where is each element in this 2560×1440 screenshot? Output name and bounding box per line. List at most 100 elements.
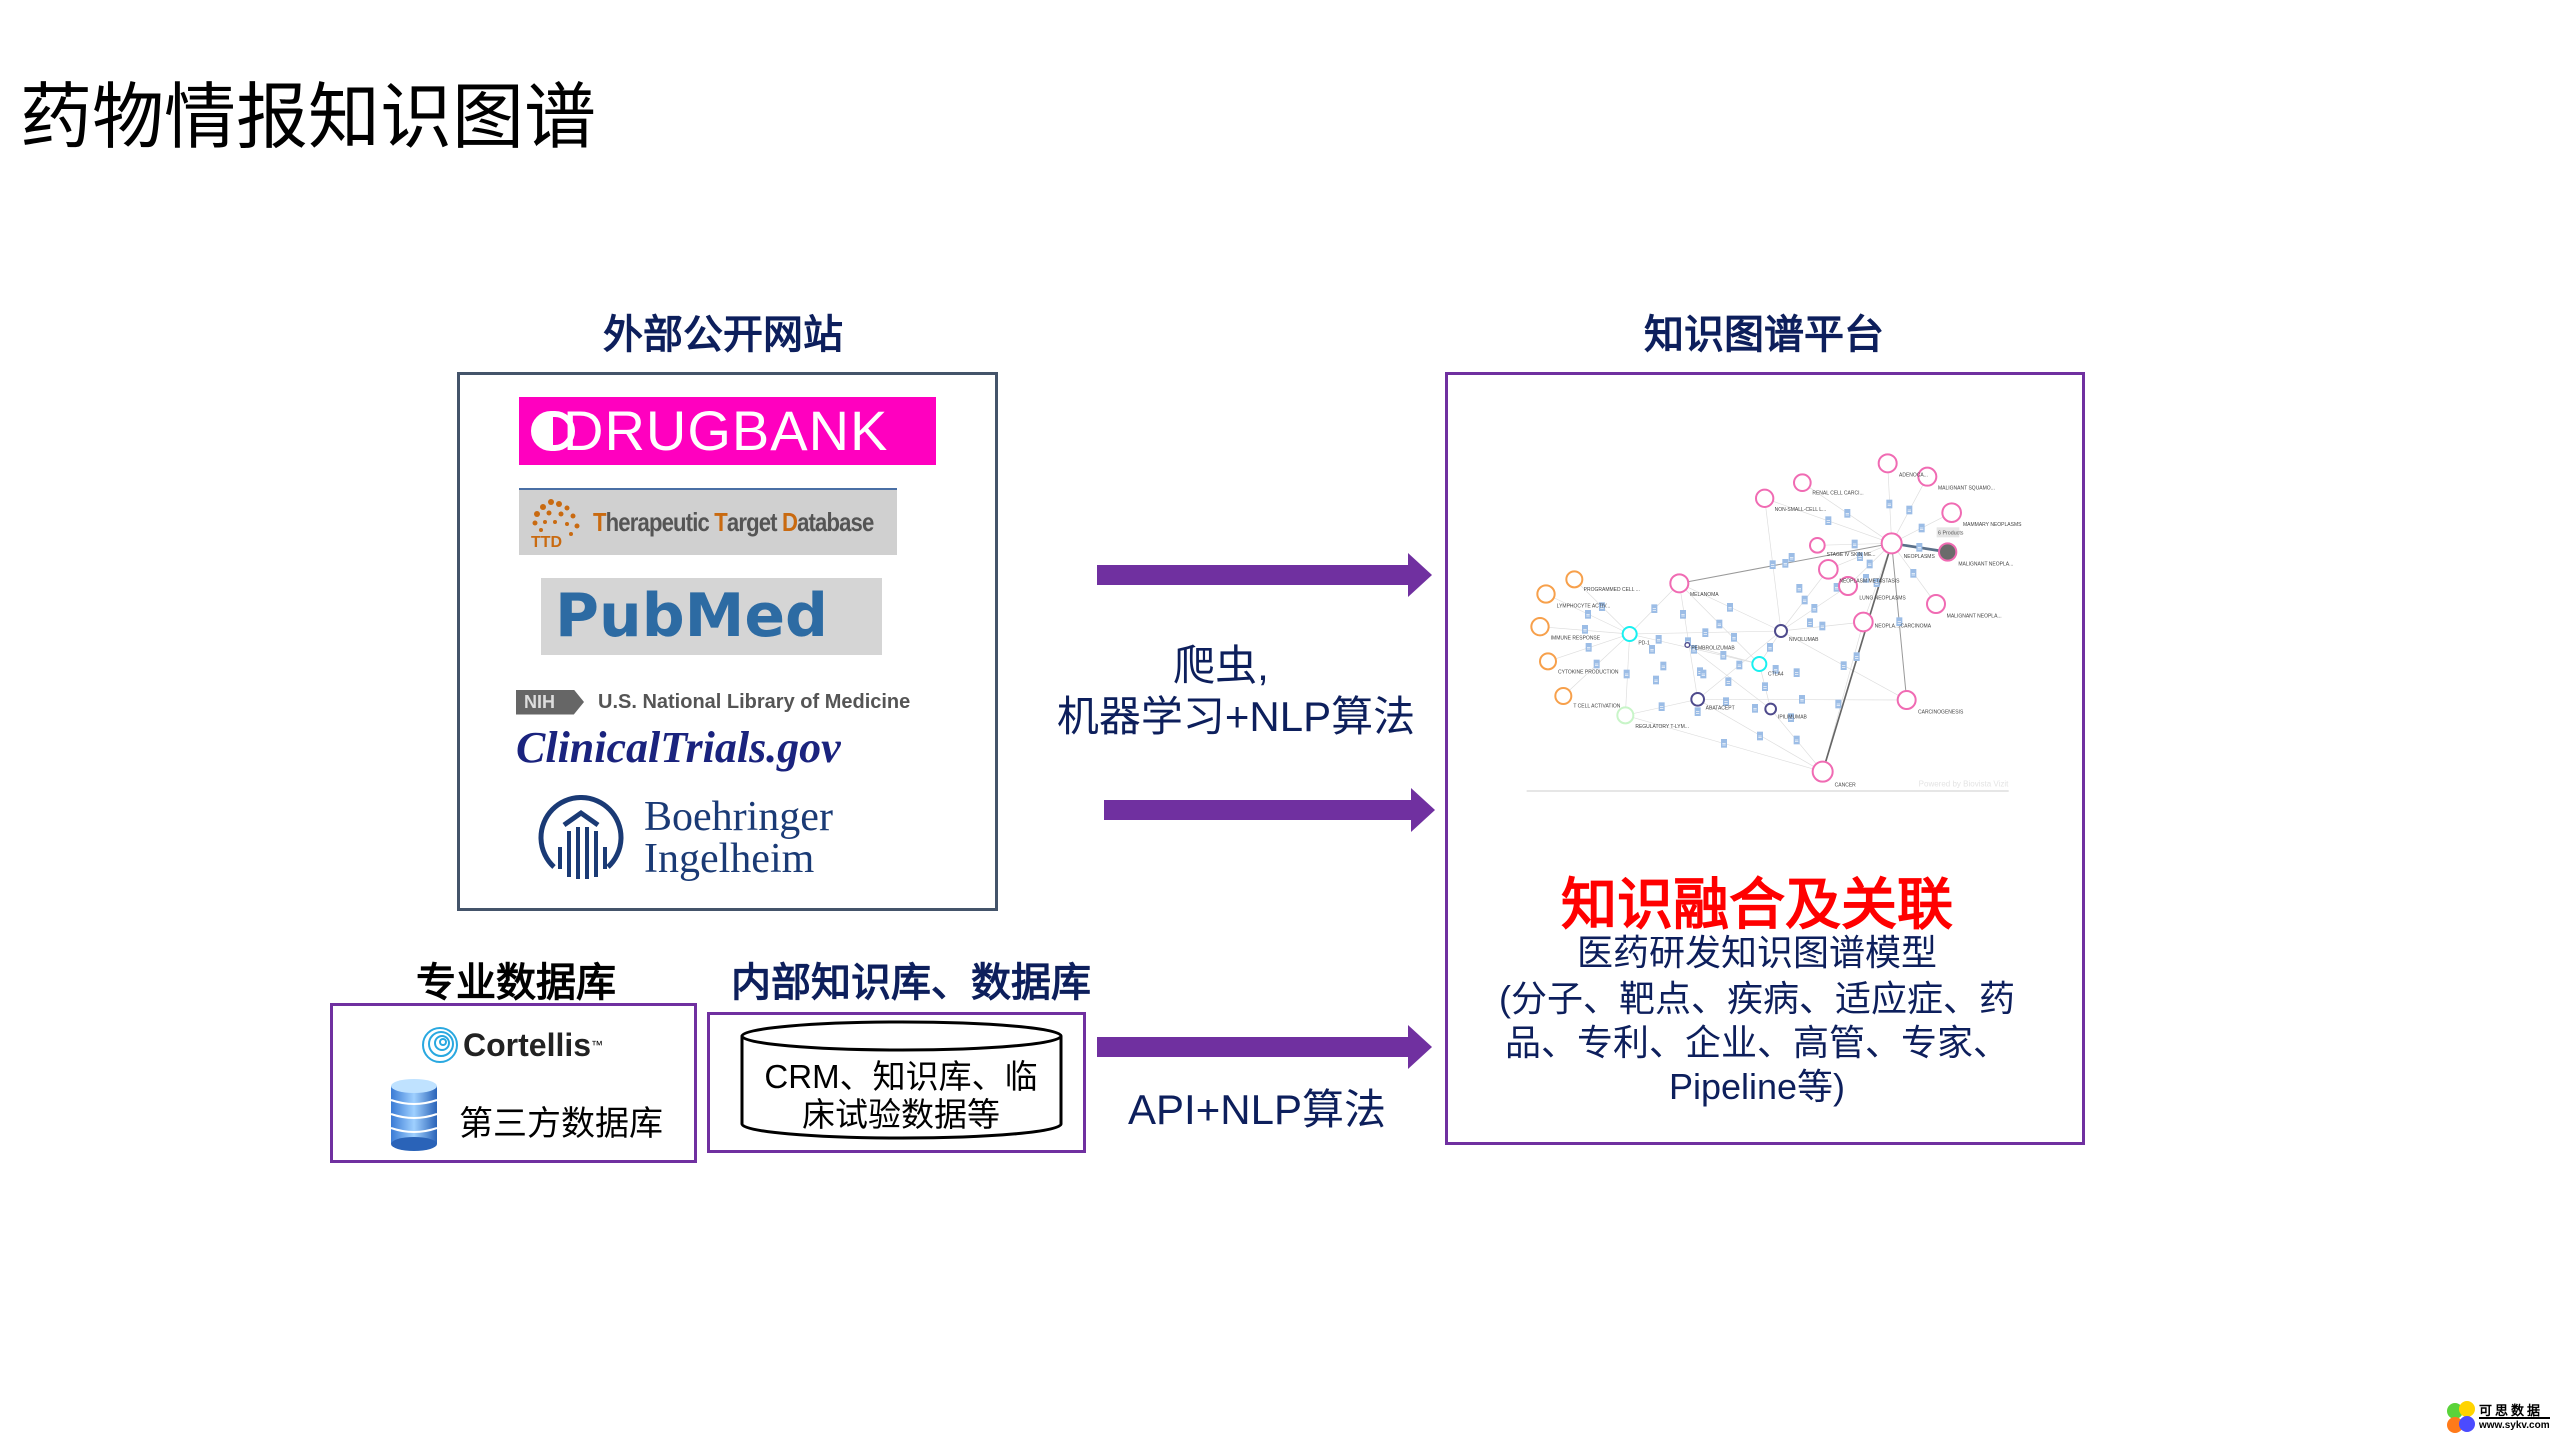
document-icon[interactable] — [1694, 707, 1701, 716]
graph-node[interactable] — [1917, 466, 1938, 487]
document-icon[interactable] — [1857, 552, 1863, 561]
document-icon[interactable] — [1819, 621, 1826, 631]
document-icon[interactable] — [1658, 702, 1665, 711]
graph-node[interactable] — [1838, 576, 1858, 596]
graph-node[interactable] — [1530, 617, 1550, 637]
document-icon[interactable] — [1833, 583, 1840, 592]
document-icon[interactable] — [1655, 635, 1662, 644]
document-icon[interactable] — [1799, 695, 1805, 704]
document-icon[interactable] — [1772, 665, 1779, 674]
document-icon[interactable] — [1680, 610, 1686, 619]
boehringer-emblem-icon — [538, 795, 624, 879]
document-icon[interactable] — [1866, 559, 1873, 569]
graph-node[interactable] — [1926, 594, 1946, 614]
document-icon[interactable] — [1844, 509, 1851, 518]
document-icon[interactable] — [1731, 633, 1737, 642]
document-icon[interactable] — [1840, 661, 1847, 670]
internal-db-heading: 内部知识库、数据库 — [731, 961, 1091, 1005]
document-icon[interactable] — [1767, 643, 1773, 652]
graph-node[interactable] — [1793, 473, 1812, 492]
graph-node[interactable] — [1565, 570, 1584, 589]
document-icon[interactable] — [1623, 669, 1630, 679]
knowledge-graph[interactable]: ADENOCA...MALIGNANT SQUAMO...RENAL CELL … — [1440, 360, 2100, 810]
internal-db-line1: CRM、知识库、临 — [764, 1058, 1038, 1095]
graph-node[interactable] — [1755, 488, 1775, 508]
document-icon[interactable] — [1873, 578, 1880, 587]
document-icon[interactable] — [1886, 499, 1893, 509]
document-icon[interactable] — [1585, 610, 1591, 619]
graph-node[interactable] — [1764, 702, 1777, 716]
description-line-3: 品、专利、企业、高管、专家、 — [1504, 1022, 2010, 1063]
document-icon[interactable] — [1723, 697, 1729, 706]
document-icon[interactable] — [1835, 699, 1842, 709]
powered-by-label: Powered by Biovista Vizit — [1919, 780, 2009, 789]
document-icon[interactable] — [1721, 739, 1727, 748]
document-icon[interactable] — [1863, 574, 1869, 583]
graph-node[interactable] — [1941, 502, 1962, 523]
document-icon[interactable] — [1736, 660, 1743, 670]
document-icon[interactable] — [1651, 604, 1658, 613]
graph-node[interactable] — [1877, 453, 1898, 474]
document-icon[interactable] — [1585, 643, 1592, 652]
document-icon[interactable] — [1910, 569, 1917, 578]
graph-node[interactable] — [1751, 656, 1768, 672]
graph-node[interactable] — [1621, 626, 1638, 642]
document-icon[interactable] — [1757, 731, 1763, 741]
document-icon[interactable] — [1691, 645, 1697, 654]
document-icon[interactable] — [1853, 652, 1860, 661]
boehringer-line1: Boehringer — [644, 794, 833, 840]
document-icon[interactable] — [1782, 559, 1789, 568]
graph-node[interactable] — [1774, 624, 1788, 638]
graph-node[interactable] — [1809, 536, 1826, 554]
document-icon[interactable] — [1896, 617, 1903, 626]
graph-node[interactable] — [1937, 542, 1958, 562]
document-icon[interactable] — [1716, 619, 1723, 629]
graph-node[interactable] — [1811, 760, 1834, 783]
document-icon[interactable] — [1801, 595, 1808, 605]
document-icon[interactable] — [1762, 682, 1768, 691]
document-icon[interactable] — [1582, 625, 1588, 634]
graph-node-label: RENAL CELL CARCI... — [1812, 490, 1863, 496]
document-icon[interactable] — [1788, 553, 1795, 562]
nih-tag: NIH — [516, 689, 584, 715]
document-icon[interactable] — [1788, 713, 1794, 722]
graph-node[interactable] — [1554, 687, 1573, 705]
document-icon[interactable] — [1702, 628, 1709, 637]
graph-node[interactable] — [1880, 532, 1903, 555]
document-icon[interactable] — [1649, 645, 1655, 654]
document-icon[interactable] — [1793, 668, 1800, 677]
document-icon[interactable] — [1769, 560, 1776, 569]
document-icon[interactable] — [1599, 602, 1605, 611]
document-icon[interactable] — [1796, 584, 1803, 593]
document-icon[interactable] — [1851, 539, 1858, 549]
graph-node[interactable] — [1539, 652, 1557, 671]
graph-node[interactable] — [1818, 558, 1839, 580]
document-icon[interactable] — [1811, 604, 1818, 613]
document-icon[interactable] — [1593, 659, 1600, 669]
graph-node[interactable] — [1536, 584, 1556, 604]
graph-node[interactable] — [1896, 690, 1917, 710]
graph-node[interactable] — [1853, 611, 1874, 633]
document-icon[interactable] — [1727, 603, 1733, 612]
document-icon[interactable] — [1720, 651, 1727, 660]
document-icon[interactable] — [1725, 677, 1732, 686]
document-icon[interactable] — [1752, 704, 1758, 713]
arrow-internal-to-platform — [1097, 1025, 1432, 1069]
document-icon[interactable] — [1660, 661, 1667, 671]
document-icon[interactable] — [1918, 523, 1925, 533]
cylinder-database-shape — [740, 1020, 1063, 1140]
graph-node[interactable] — [1684, 642, 1691, 648]
document-icon[interactable] — [1807, 618, 1813, 627]
graph-node[interactable] — [1616, 706, 1635, 725]
graph-node[interactable] — [1690, 691, 1705, 707]
api-nlp-label: API+NLP算法 — [1128, 1086, 1386, 1133]
document-icon[interactable] — [1906, 505, 1913, 515]
document-icon[interactable] — [1793, 735, 1800, 745]
document-icon[interactable] — [1825, 516, 1832, 525]
document-icon[interactable] — [1700, 669, 1707, 679]
graph-node-label: ABATACEPT — [1706, 705, 1735, 711]
document-icon[interactable] — [1653, 675, 1659, 685]
document-icon[interactable] — [1916, 543, 1923, 552]
graph-node[interactable] — [1669, 573, 1690, 594]
